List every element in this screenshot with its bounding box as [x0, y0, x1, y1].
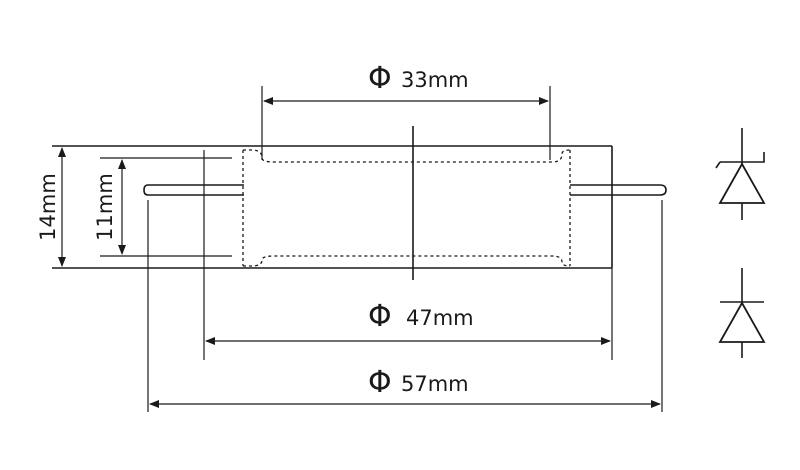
phi-symbol: Φ: [368, 365, 392, 400]
extension-lines: [100, 86, 663, 412]
label-outer-height: 14mm: [36, 173, 60, 241]
dimension-value: 57mm: [401, 372, 469, 396]
dimension-value: 47mm: [406, 306, 474, 330]
label-bottom-diameter: Φ 57mm: [368, 365, 469, 400]
zener-diode-icon: [715, 128, 766, 220]
component-body: [52, 126, 667, 280]
phi-symbol: Φ: [368, 61, 392, 96]
label-top-diameter: Φ 33mm: [368, 61, 469, 96]
label-inner-height: 11mm: [93, 173, 117, 241]
label-middle-diameter: Φ 47mm: [368, 299, 474, 334]
phi-symbol: Φ: [368, 299, 392, 334]
diode-icon: [718, 268, 766, 358]
dimension-value: 33mm: [401, 68, 469, 92]
